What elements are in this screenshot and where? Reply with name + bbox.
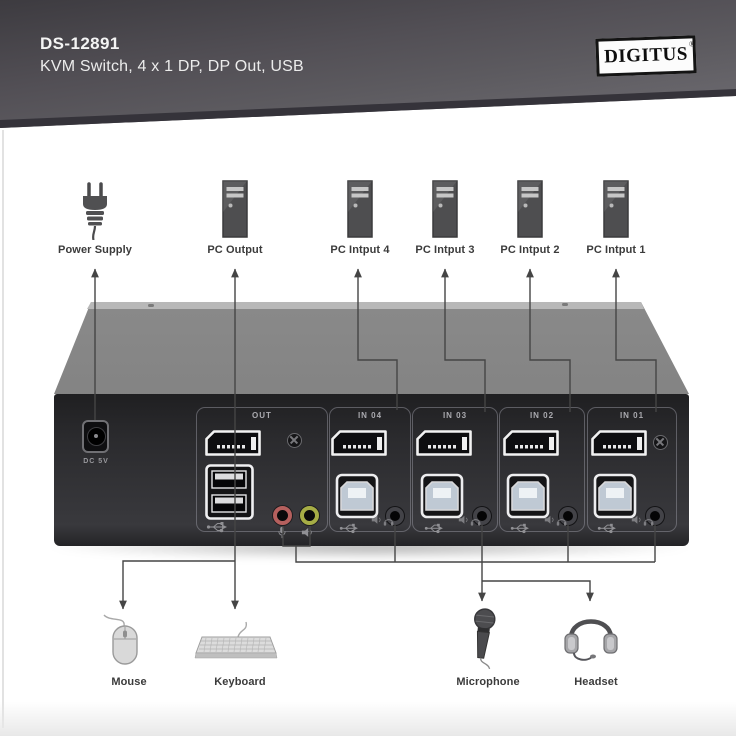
usb-b-port-in01: [593, 473, 637, 519]
dc-jack-hole: [87, 427, 106, 446]
keyboard-icon: [194, 621, 278, 659]
displayport-out: [205, 430, 261, 456]
registered-mark: ®: [688, 39, 696, 49]
usb-b-port-in04: [335, 473, 379, 519]
dc-power-label: DC 5V: [83, 458, 109, 465]
port-group-label: IN 01: [619, 411, 645, 420]
source-label-pc-output: PC Output: [207, 244, 263, 256]
port-group-out: OUT: [196, 407, 328, 532]
pc-tower-icon-output: [222, 180, 248, 238]
line-mouse: [119, 560, 235, 610]
source-label-pc-input-2: PC Intput 2: [500, 244, 560, 256]
headset-icon: [564, 619, 618, 661]
brand-name: DIGITUS®: [603, 39, 696, 68]
microphone-icon: [474, 608, 496, 670]
source-label-pc-input-1: PC Intput 1: [586, 244, 646, 256]
power-plug-icon: [83, 182, 107, 240]
audio-jack-in02: [559, 507, 577, 525]
pc-tower-icon-input2: [517, 180, 543, 238]
product-model: DS-12891: [40, 34, 120, 53]
peripheral-label-microphone: Microphone: [456, 676, 520, 688]
peripheral-label-headset: Headset: [574, 676, 618, 688]
peripheral-label-mouse: Mouse: [111, 676, 147, 688]
displayport-in04: [331, 430, 387, 456]
audio-out-jack-console: [300, 506, 319, 525]
port-group-label: OUT: [252, 411, 272, 420]
line-headset: [482, 580, 594, 602]
source-label-power-supply: Power Supply: [58, 244, 132, 256]
panel-screw: [653, 435, 668, 450]
source-label-pc-input-3: PC Intput 3: [415, 244, 475, 256]
top-screw: [148, 304, 154, 307]
displayport-in02: [503, 430, 559, 456]
dc-jack-pin: [94, 434, 98, 438]
product-subtitle: KVM Switch, 4 x 1 DP, DP Out, USB: [40, 58, 304, 75]
peripheral-label-keyboard: Keyboard: [214, 676, 266, 688]
dc-power-jack: [82, 420, 109, 453]
pc-tower-icon-input1: [603, 180, 629, 238]
port-group-label: IN 03: [442, 411, 468, 420]
photo-bottom-shading: [0, 702, 736, 736]
audio-jack-in04: [386, 507, 404, 525]
usb-b-port-in03: [420, 473, 464, 519]
source-label-pc-input-4: PC Intput 4: [330, 244, 390, 256]
mouse-icon: [103, 614, 138, 665]
pc-tower-icon-input3: [432, 180, 458, 238]
panel-screw: [287, 433, 302, 448]
mic-jack-console: [273, 506, 292, 525]
brand-logo: DIGITUS®: [595, 35, 697, 77]
usb-b-port-in02: [506, 473, 550, 519]
kvm-switch-rear-panel: DC 5V OUT IN 04 IN 03 IN 02 IN 01: [54, 394, 689, 546]
displayport-in03: [416, 430, 472, 456]
top-screw: [562, 303, 568, 306]
pc-tower-icon-input4: [347, 180, 373, 238]
photo-left-edge: [2, 130, 4, 728]
port-group-label: IN 02: [529, 411, 555, 420]
audio-jack-in03: [473, 507, 491, 525]
port-group-label: IN 04: [357, 411, 383, 420]
audio-jack-in01: [646, 507, 664, 525]
usb-a-console-ports: [205, 464, 254, 520]
displayport-in01: [591, 430, 647, 456]
